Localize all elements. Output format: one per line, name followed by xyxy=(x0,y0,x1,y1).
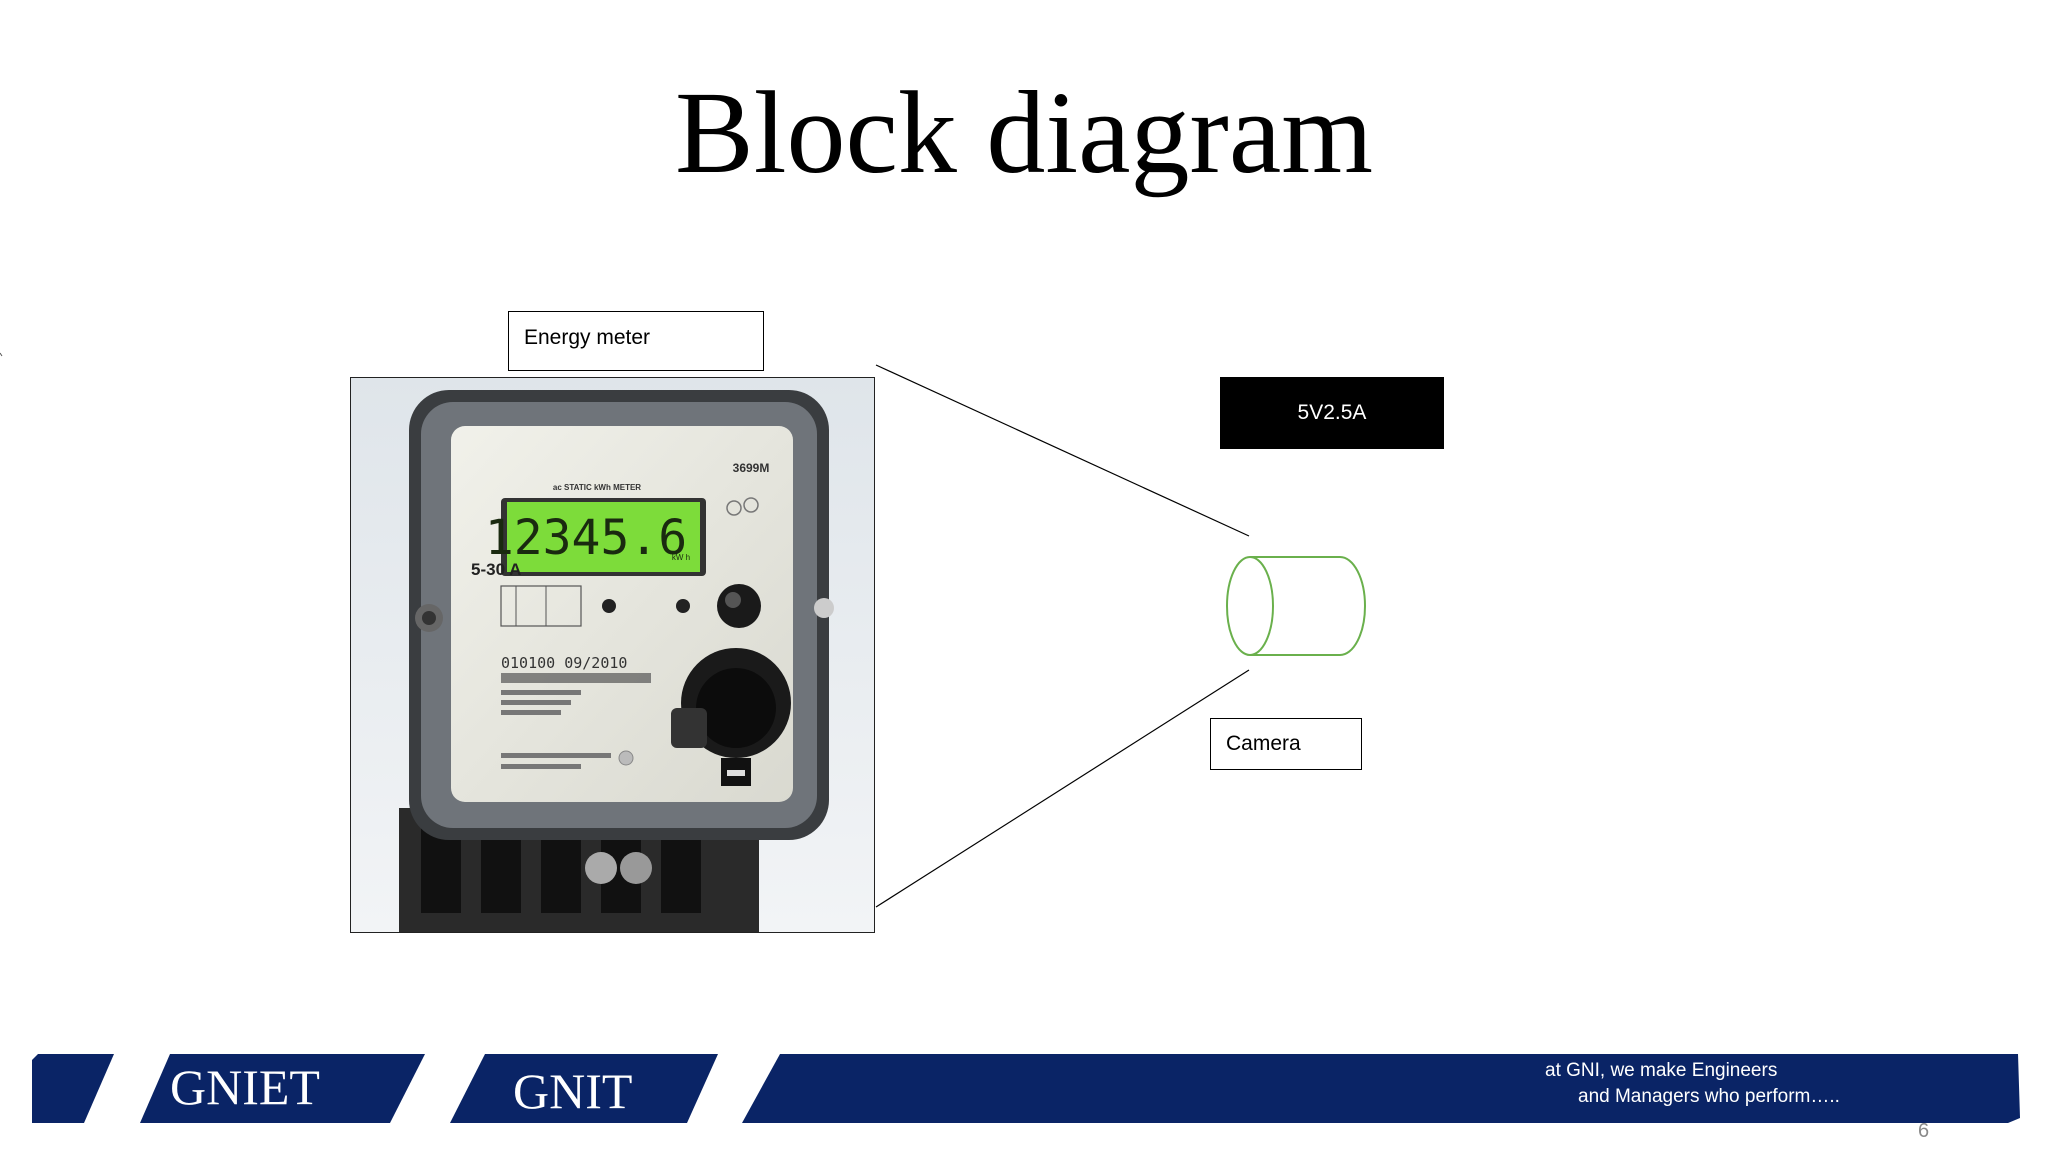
meter-model-text: 3699M xyxy=(733,461,770,475)
connector-line-bottom xyxy=(875,669,1250,908)
meter-current-rating: 5-30 A xyxy=(471,560,521,579)
edge-mark xyxy=(0,352,3,357)
power-supply-block: 5V2.5A xyxy=(1220,377,1444,449)
energy-meter-label: Energy meter xyxy=(508,311,764,371)
footer-segment-1 xyxy=(32,1054,114,1123)
page-number: 6 xyxy=(1918,1120,1930,1142)
slide-title: Block diagram xyxy=(675,67,1373,198)
meter-header-text: ac STATIC kWh METER xyxy=(553,483,641,492)
footer-segment-main xyxy=(742,1054,2020,1123)
footer-brand-gniet: GNIET xyxy=(170,1059,320,1115)
lcd-reading: 12345.6 xyxy=(485,510,687,566)
footer-bar xyxy=(32,1054,2020,1123)
camera-label-text: Camera xyxy=(1226,732,1301,755)
footer-tagline-line1: at GNI, we make Engineers xyxy=(1545,1060,1778,1081)
footer-brand-gnit: GNIT xyxy=(513,1063,633,1119)
footer-tagline-line2: and Managers who perform….. xyxy=(1578,1086,1840,1107)
camera-cylinder-icon xyxy=(1226,556,1366,656)
footer-segment-gniet xyxy=(140,1054,425,1123)
power-supply-label: 5V2.5A xyxy=(1297,401,1367,424)
meter-serial: 010100 09/2010 xyxy=(501,654,627,672)
camera-label: Camera xyxy=(1210,718,1362,770)
energy-meter-photo: ac STATIC kWh METER 3699M 12345.6 kW h 5… xyxy=(350,377,875,933)
connector-line-top xyxy=(875,364,1250,537)
energy-meter-illustration: ac STATIC kWh METER 3699M 12345.6 kW h 5… xyxy=(351,378,874,932)
energy-meter-label-text: Energy meter xyxy=(524,326,651,349)
lcd-unit: kW h xyxy=(672,553,690,562)
footer-segment-gnit xyxy=(450,1054,718,1123)
